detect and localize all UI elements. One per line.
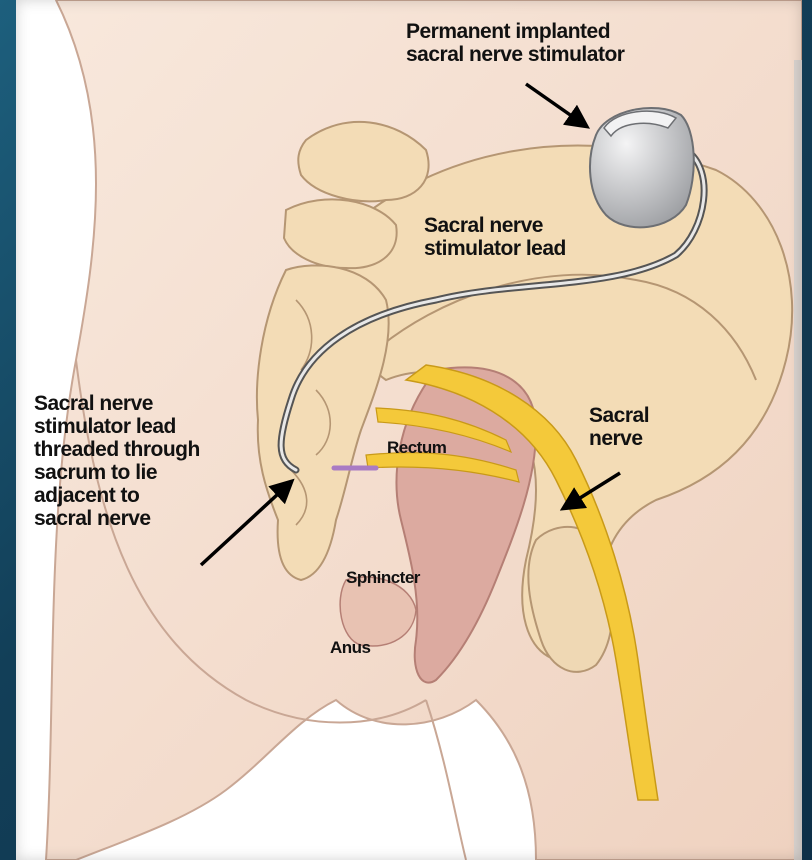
label-sphincter: Sphincter (346, 568, 420, 587)
label-rectum: Rectum (387, 438, 446, 457)
thigh-line (426, 700, 466, 860)
label-lead: Sacral nerve stimulator lead (424, 214, 566, 260)
label-implant: Permanent implanted sacral nerve stimula… (406, 20, 624, 66)
label-lead-threaded: Sacral nerve stimulator lead threaded th… (34, 392, 200, 530)
label-anus: Anus (330, 638, 371, 657)
illustration-frame: Permanent implanted sacral nerve stimula… (16, 0, 802, 860)
label-sacral-nerve: Sacral nerve (589, 404, 649, 450)
implanted-stimulator (590, 108, 694, 227)
